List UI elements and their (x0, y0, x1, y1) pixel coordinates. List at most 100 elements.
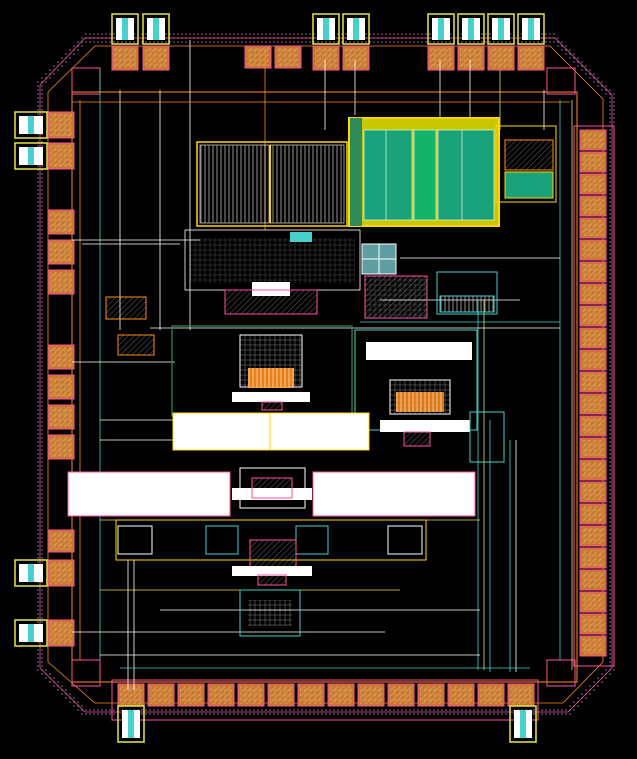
top-bondpad-via (122, 18, 128, 40)
bottom-pad-grid (180, 686, 202, 704)
right-pad-grid (582, 242, 604, 258)
left-bondpad-via (28, 624, 34, 642)
top-pad-grid (520, 48, 542, 68)
right-pad-grid (582, 264, 604, 280)
right-pad-grid (582, 572, 604, 588)
right-pad-grid (582, 506, 604, 522)
top-pad-grid (430, 48, 452, 68)
bottom-bondpad (509, 705, 537, 743)
top-bondpad (517, 13, 545, 45)
pad-column-right (573, 125, 615, 667)
right-pad-grid (582, 484, 604, 500)
top-pad-grid (490, 48, 512, 68)
right-pad-grid (582, 132, 604, 148)
right-pad-grid (582, 154, 604, 170)
top-bondpad-via (468, 18, 474, 40)
left-pad-grid (50, 114, 72, 136)
bottom-pad-grid (450, 686, 472, 704)
capacitor-array-left (196, 141, 348, 227)
left-bondpad (14, 111, 48, 139)
left-bondpad (14, 142, 48, 170)
left-bondpad-via (28, 147, 34, 165)
right-pad-grid (582, 352, 604, 368)
right-pad-grid (582, 176, 604, 192)
right-pad-frame (573, 125, 615, 667)
seal-ring (35, 33, 617, 717)
right-pad-grid (582, 594, 604, 610)
right-pad-grid (582, 198, 604, 214)
left-bondpad (14, 559, 48, 587)
left-pad-grid (50, 212, 72, 232)
right-pad-grid (582, 528, 604, 544)
top-bondpad-via (528, 18, 534, 40)
top-bondpad (487, 13, 515, 45)
top-bondpad-via (153, 18, 159, 40)
top-bondpad (457, 13, 485, 45)
top-bondpad-via (323, 18, 329, 40)
top-bondpad (312, 13, 340, 45)
global-routing (72, 40, 573, 690)
right-pad-grid (582, 330, 604, 346)
bottom-pad-grid (120, 686, 142, 704)
bottom-pad-grid (510, 686, 532, 704)
bottom-pad-grid (480, 686, 502, 704)
bottom-pad-grid (330, 686, 352, 704)
left-pad-grid (50, 622, 72, 644)
pad-row-bottom (111, 679, 539, 743)
bottom-pad-grid (240, 686, 262, 704)
top-pad-small-grid (277, 48, 299, 66)
left-bondpad-via (28, 116, 34, 134)
right-pad-grid (582, 616, 604, 632)
right-pad-grid (582, 440, 604, 456)
left-bondpad-via (28, 564, 34, 582)
left-pad-grid (50, 532, 72, 550)
bottom-bondpad (117, 705, 145, 743)
bottom-pad-grid (420, 686, 442, 704)
bottom-pad-grid (270, 686, 292, 704)
right-pad-grid (582, 638, 604, 654)
top-pad-grid (114, 48, 136, 68)
bottom-pad-grid (390, 686, 412, 704)
top-pad-grid (460, 48, 482, 68)
left-pad-grid (50, 347, 72, 367)
pad-column-left (14, 111, 75, 647)
right-pad-grid (582, 374, 604, 390)
capacitor-bank-right (348, 117, 557, 227)
bottom-pad-grid (210, 686, 232, 704)
top-pad-small-grid (247, 48, 269, 66)
top-pad-grid (145, 48, 167, 68)
right-pad-grid (582, 396, 604, 412)
right-pad-grid (582, 220, 604, 236)
right-pad-grid (582, 286, 604, 302)
right-pad-grid (582, 308, 604, 324)
left-pad-grid (50, 242, 72, 262)
bottom-pad-grid (300, 686, 322, 704)
left-pad-grid (50, 437, 72, 457)
left-pad-grid (50, 377, 72, 397)
bottom-pad-grid (150, 686, 172, 704)
bottom-bondpad-via (520, 710, 526, 738)
right-pad-grid (582, 550, 604, 566)
top-bondpad-via (353, 18, 359, 40)
right-pad-grid (582, 462, 604, 478)
left-pad-grid (50, 407, 72, 427)
top-pad-grid (315, 48, 337, 68)
right-pad-grid (582, 418, 604, 434)
bottom-pad-frame (111, 679, 539, 721)
top-bondpad (342, 13, 370, 45)
left-pad-grid (50, 272, 72, 292)
left-pad-grid (50, 562, 72, 584)
bottom-pad-grid (360, 686, 382, 704)
top-bondpad (111, 13, 139, 45)
central-circuitry (171, 325, 505, 463)
analog-core (105, 229, 498, 356)
lower-circuitry (115, 467, 427, 637)
top-bondpad-via (498, 18, 504, 40)
top-bondpad-via (438, 18, 444, 40)
top-bondpad (427, 13, 455, 45)
top-pad-grid (345, 48, 367, 68)
top-bondpad (142, 13, 170, 45)
left-bondpad (14, 619, 48, 647)
pad-row-top (111, 13, 545, 71)
